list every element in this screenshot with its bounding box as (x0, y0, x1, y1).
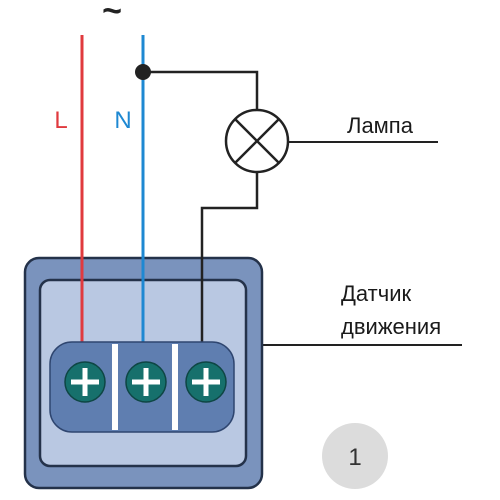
sensor-label-line1: Датчик (341, 281, 411, 306)
neutral-label: N (114, 107, 131, 134)
lamp-cross-b (234, 118, 280, 164)
terminal-screw-2 (125, 361, 167, 403)
figure-number-text: 1 (348, 444, 361, 471)
sensor-label-line2: движения (341, 314, 441, 339)
terminal-screw-1 (64, 361, 106, 403)
figure-number-badge (322, 423, 388, 489)
junction-dot (135, 64, 151, 80)
lamp-to-sensor-wire (200, 172, 259, 345)
terminal-separator-1 (112, 344, 118, 430)
neutral-to-lamp-wire (143, 70, 259, 110)
terminal-screw-3 (185, 361, 227, 403)
lamp-label: Лампа (347, 113, 414, 138)
terminal-separator-2 (172, 344, 178, 430)
lamp-symbol (224, 108, 290, 174)
live-label: L (54, 107, 67, 134)
ac-symbol: ~ (102, 0, 122, 30)
